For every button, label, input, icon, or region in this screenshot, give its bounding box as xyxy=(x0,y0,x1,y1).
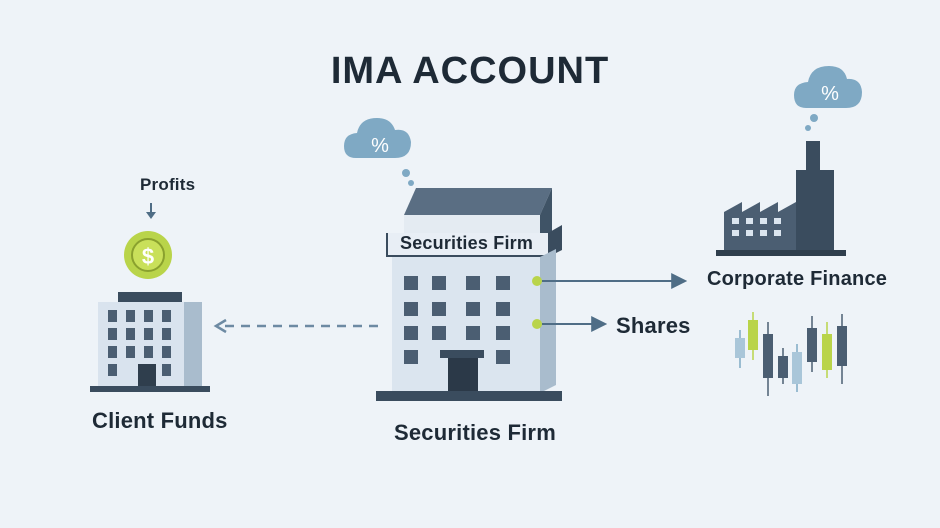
page-title: IMA ACCOUNT xyxy=(330,50,610,92)
securities-firm-sign-label: Securities Firm xyxy=(400,233,534,253)
cloud-percent-text: % xyxy=(371,135,389,157)
coin-dollar-text: $ xyxy=(142,244,154,269)
arrowhead-icon xyxy=(213,318,227,334)
cloud-percent-icon: % xyxy=(344,118,414,186)
cloud-percent-icon: % xyxy=(794,66,862,131)
candlestick-chart-icon xyxy=(735,312,847,396)
client-funds-label: Client Funds xyxy=(92,408,228,433)
profits-arrow xyxy=(146,203,156,219)
cloud-percent-text: % xyxy=(821,83,839,105)
coin-dollar-icon: $ xyxy=(124,231,172,279)
profits-label: Profits xyxy=(140,175,196,194)
factory-icon xyxy=(716,141,846,256)
securities-firm-building-icon xyxy=(376,188,562,401)
securities-firm-label: Securities Firm xyxy=(394,420,556,445)
client-building-icon xyxy=(90,292,210,392)
corporate-finance-label: Corporate Finance xyxy=(707,268,888,290)
shares-label: Shares xyxy=(616,313,691,338)
